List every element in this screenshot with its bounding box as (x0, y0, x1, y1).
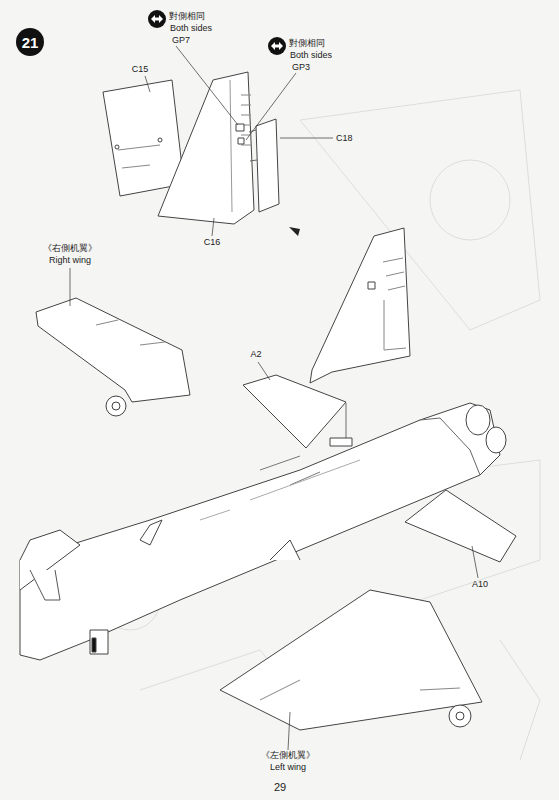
wing-label: Right wing (49, 255, 91, 266)
wing-label-chinese: 《左側机翼》 (261, 750, 315, 761)
note-chinese: 對側相同 (289, 38, 325, 49)
part-number: GP7 (172, 35, 190, 46)
part-number: C18 (336, 133, 353, 144)
note-text: Both sides (170, 23, 212, 34)
step-number: 21 (22, 34, 39, 51)
note-text: Both sides (290, 50, 332, 61)
part-number: A2 (250, 349, 261, 360)
part-number: C16 (204, 237, 221, 248)
wing-label-chinese: 《右側机翼》 (43, 243, 97, 254)
note-chinese: 對側相同 (169, 11, 205, 22)
wing-label: Left wing (270, 762, 306, 773)
step-number-circle: 21 (16, 28, 44, 56)
part-number: C15 (132, 64, 149, 75)
page-number: 29 (274, 782, 286, 793)
part-number: GP3 (292, 62, 310, 73)
part-number: A10 (472, 579, 488, 590)
